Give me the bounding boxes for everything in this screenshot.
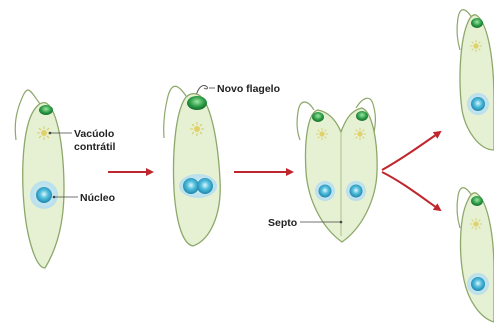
- nucleus-left: [183, 178, 199, 194]
- eyespot: [312, 112, 324, 122]
- eyespot: [471, 18, 483, 28]
- nucleus-right: [197, 178, 213, 194]
- nucleus: [319, 185, 332, 198]
- nucleus: [350, 185, 363, 198]
- cell-body: [460, 15, 494, 150]
- contractile-vacuole: [470, 218, 482, 230]
- label-nucleo: Núcleo: [80, 192, 115, 204]
- contractile-vacuole: [354, 128, 366, 140]
- cell-2: [164, 85, 221, 246]
- cell-body: [461, 193, 494, 322]
- arrow-down-right-icon: [382, 172, 440, 210]
- eyespot: [39, 105, 53, 115]
- cell-3: [297, 98, 377, 242]
- contractile-vacuole: [470, 40, 482, 52]
- contractile-vacuole: [316, 128, 328, 140]
- cell-body: [174, 94, 221, 246]
- label-septo: Septo: [268, 217, 297, 229]
- eyespot: [471, 196, 483, 206]
- arrow-up-right-icon: [382, 132, 440, 170]
- label-novo-flagelo: Novo flagelo: [217, 83, 280, 95]
- eyespot: [356, 111, 368, 121]
- daughter-cell-bottom: [457, 188, 494, 322]
- contractile-vacuole: [190, 122, 204, 136]
- label-vacuolo-line1: Vacúolo: [74, 128, 114, 140]
- nucleus: [471, 97, 485, 111]
- eyespot: [187, 96, 207, 110]
- label-vacuolo-line2: contrátil: [74, 141, 116, 153]
- nucleus: [36, 187, 52, 203]
- nucleus: [471, 277, 485, 291]
- daughter-cell-top: [457, 10, 494, 150]
- cell-1: [15, 90, 78, 268]
